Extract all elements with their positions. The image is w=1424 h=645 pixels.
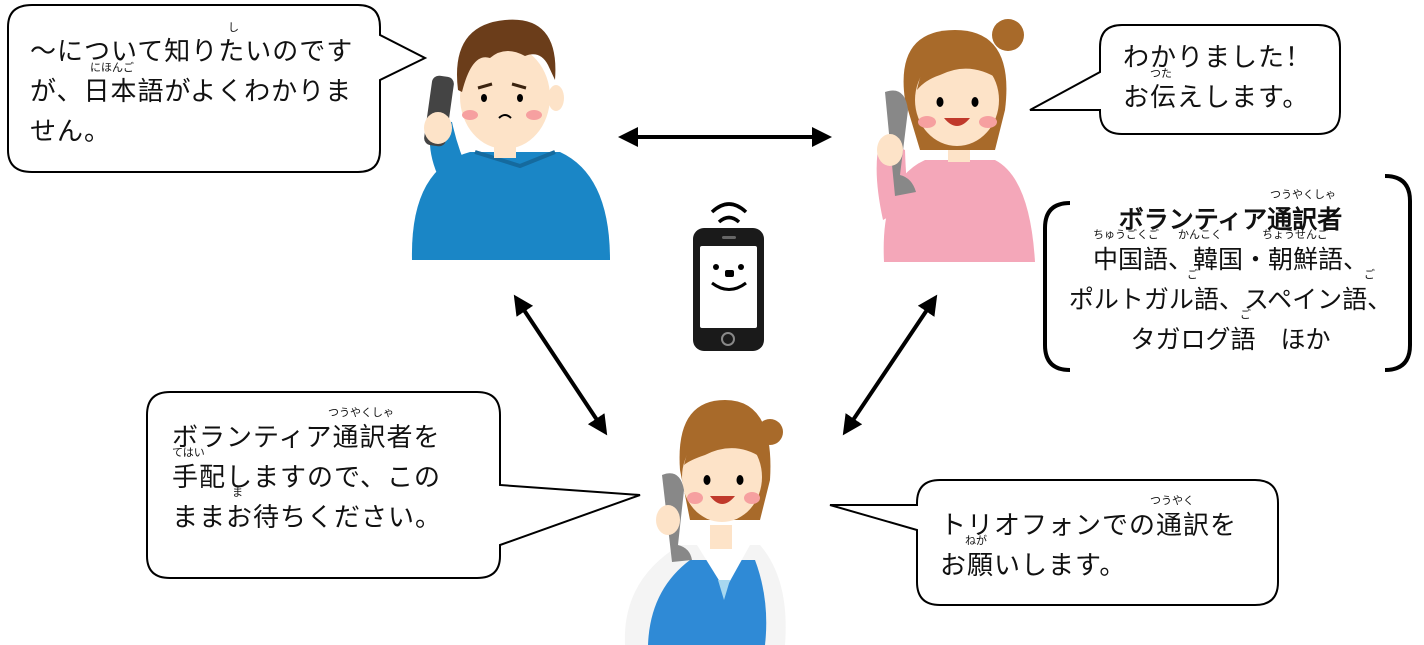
man-line-3: せん。 — [30, 117, 112, 147]
operator-ruby-2: てはい — [172, 446, 205, 459]
volunteer-ruby-6: ご — [1240, 308, 1251, 321]
man-ruby-1: し — [228, 21, 239, 34]
arrow-man-operator — [513, 294, 608, 436]
interpreter-bubble-text: わかりました！ お伝えします。 — [1123, 38, 1312, 118]
caller-speech-bubble — [829, 479, 1279, 606]
caller-ruby-2: ねが — [965, 534, 987, 547]
volunteer-box-right-bracket — [1384, 174, 1412, 372]
interpreter-line-1: わかりました！ — [1123, 43, 1313, 73]
interpreter-ruby-1: つた — [1150, 67, 1172, 80]
operator-bubble-text: ボランティア通訳者を 手配しますので、この ままお待ちください。 — [172, 418, 442, 538]
operator-line-1: ボランティア通訳者を — [172, 423, 441, 453]
man-line-1: 〜について知りたいのです — [30, 37, 354, 67]
volunteer-ruby-2: かんこく — [1178, 228, 1222, 241]
man-line-2: が、日本語がよくわかりま — [30, 77, 353, 107]
man-bubble-text: 〜について知りたいのです が、日本語がよくわかりま せん。 — [30, 32, 353, 152]
volunteer-title: ボランティア通訳者 — [1118, 205, 1343, 234]
volunteer-title-ruby: つうやくしゃ — [1270, 188, 1336, 201]
volunteer-line-3: タガログ語 ほか — [1130, 325, 1331, 354]
operator-line-3: ままお待ちください。 — [172, 503, 443, 533]
operator-ruby-3: ま — [232, 486, 243, 499]
arrow-interpreter-operator — [842, 294, 938, 436]
interpreter-woman — [876, 19, 1035, 262]
operator-line-2: 手配しますので、この — [172, 463, 441, 493]
interpreter-speech-bubble — [1029, 24, 1341, 135]
man-speech-bubble — [7, 4, 428, 173]
operator-ruby-1: つうやくしゃ — [328, 406, 394, 419]
volunteer-line-1: 中国語、韓国・朝鮮語、 — [1092, 245, 1368, 274]
caller-line-2: お願いします。 — [940, 551, 1127, 581]
volunteer-ruby-3: ちょうせんご — [1262, 228, 1328, 241]
caller-bubble-text: トリオフォンでの通訳を お願いします。 — [940, 506, 1237, 586]
man-on-phone — [411, 19, 610, 260]
volunteer-ruby-4: ご — [1187, 268, 1198, 281]
caller-line-1: トリオフォンでの通訳を — [940, 511, 1238, 541]
operator-speech-bubble — [146, 391, 641, 579]
interpreter-line-2: お伝えします。 — [1123, 83, 1310, 113]
caller-ruby-1: つうやく — [1150, 494, 1194, 507]
man-ruby-2: にほんご — [90, 61, 134, 74]
volunteer-box: ボランティア通訳者 中国語、韓国・朝鮮語、 ポルトガル語、スペイン語、 タガログ… — [1058, 200, 1403, 360]
volunteer-box-left-bracket — [1043, 201, 1071, 372]
volunteer-ruby-1: ちゅうごくご — [1093, 228, 1159, 241]
volunteer-ruby-5: ご — [1364, 268, 1375, 281]
smartphone-icon — [693, 202, 764, 351]
volunteer-line-2: ポルトガル語、スペイン語、 — [1068, 285, 1393, 314]
operator-woman — [624, 400, 786, 645]
